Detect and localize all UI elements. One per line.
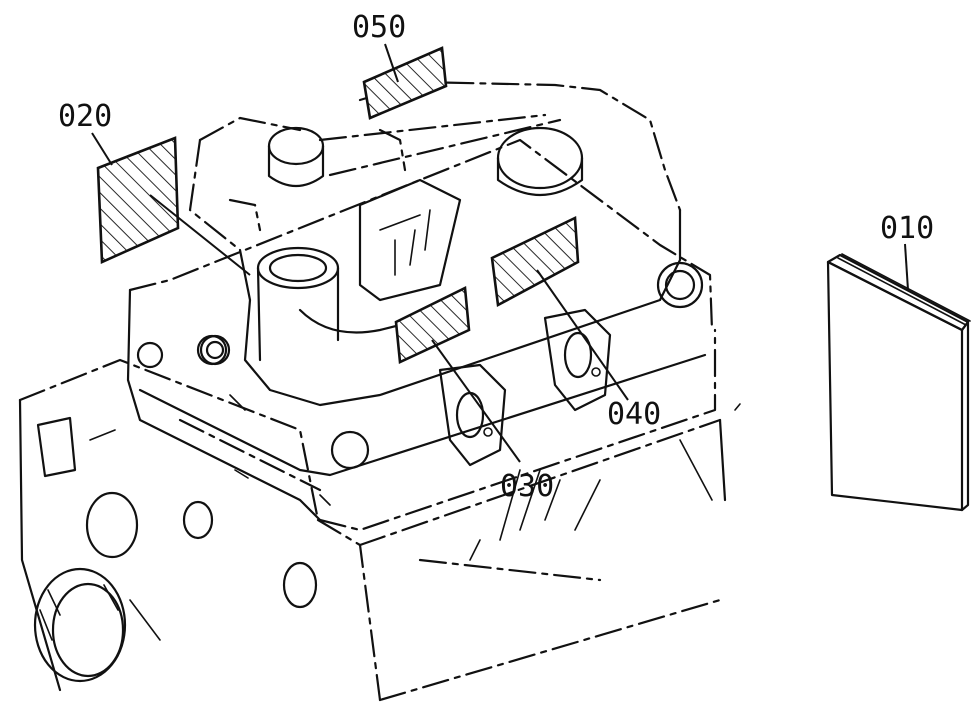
leader-030 (431, 339, 521, 463)
leader-040 (536, 269, 629, 401)
leader-050 (384, 43, 399, 83)
callout-020: 020 (58, 99, 112, 134)
cylinder-head (126, 138, 717, 532)
part-040-label[interactable] (490, 215, 580, 308)
engine-illustration (18, 80, 741, 702)
engine-block (18, 358, 727, 702)
callouts: 010 020 050 040 030 (58, 10, 934, 504)
leader-010 (904, 243, 909, 291)
leader-020 (91, 132, 113, 166)
callout-010: 010 (880, 211, 934, 246)
part-050-label[interactable] (362, 46, 448, 120)
callout-050: 050 (352, 10, 406, 45)
part-010-manual[interactable] (826, 253, 971, 512)
part-020-label[interactable] (96, 136, 180, 264)
callout-030: 030 (500, 469, 554, 504)
part-030-label[interactable] (394, 286, 471, 364)
leader-lines (91, 43, 909, 463)
leader-020-inner (149, 194, 251, 276)
callout-040: 040 (607, 397, 661, 432)
